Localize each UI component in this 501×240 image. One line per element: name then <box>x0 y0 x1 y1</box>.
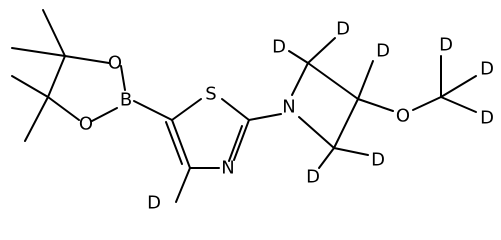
atom-label-o1: O <box>108 53 122 74</box>
bond <box>298 116 335 149</box>
bond <box>11 47 66 57</box>
atom-label-n-thiazole: N <box>221 158 234 179</box>
bond <box>248 113 282 121</box>
atom-label-o2: O <box>79 114 93 135</box>
bond <box>47 55 66 98</box>
atom-label-n-azetidine: N <box>282 97 295 118</box>
atom-label-d-ch2-top-right: D <box>336 19 350 40</box>
bond <box>357 60 374 100</box>
atom-label-d-c4: D <box>147 193 161 214</box>
atom-label-d-ch2-bottom-right: D <box>371 150 385 171</box>
bond <box>333 98 359 149</box>
bond <box>221 98 250 121</box>
atom-label-d-c3: D <box>376 41 390 62</box>
bond <box>412 96 442 111</box>
bond <box>120 65 126 91</box>
atom-label-d-methyl-top: D <box>439 35 453 56</box>
atom-label-b: B <box>120 90 132 111</box>
bond <box>440 96 477 113</box>
bond <box>42 9 66 57</box>
bond <box>47 96 80 121</box>
atom-label-d-ch2-top-left: D <box>272 37 286 58</box>
bond <box>233 119 250 161</box>
bond <box>64 55 110 64</box>
atom-label-s: S <box>205 84 216 105</box>
bond <box>307 62 359 100</box>
bond <box>291 62 309 96</box>
bond <box>307 37 336 64</box>
atom-label-d-methyl-right: D <box>480 59 494 80</box>
bond <box>133 100 173 121</box>
bond <box>11 75 49 98</box>
bond <box>171 98 202 121</box>
bond <box>165 121 183 165</box>
bond <box>175 167 191 203</box>
atom-label-o-methoxy: O <box>396 106 410 127</box>
chemical-structure: O O B S N N O D D D D D D D D D <box>11 9 494 214</box>
bond <box>440 75 477 98</box>
atom-label-d-methyl-bottom: D <box>480 108 494 129</box>
bond <box>288 50 309 64</box>
bond <box>91 107 118 122</box>
bond <box>318 147 335 169</box>
bond <box>24 96 49 142</box>
atom-label-d-ch2-bottom-left: D <box>306 167 320 188</box>
bond <box>333 147 369 156</box>
bonds <box>11 9 477 203</box>
atom-labels: O O B S N N O D D D D D D D D D <box>79 19 494 214</box>
bond <box>228 125 243 162</box>
bond <box>357 98 394 112</box>
bond <box>171 119 191 169</box>
